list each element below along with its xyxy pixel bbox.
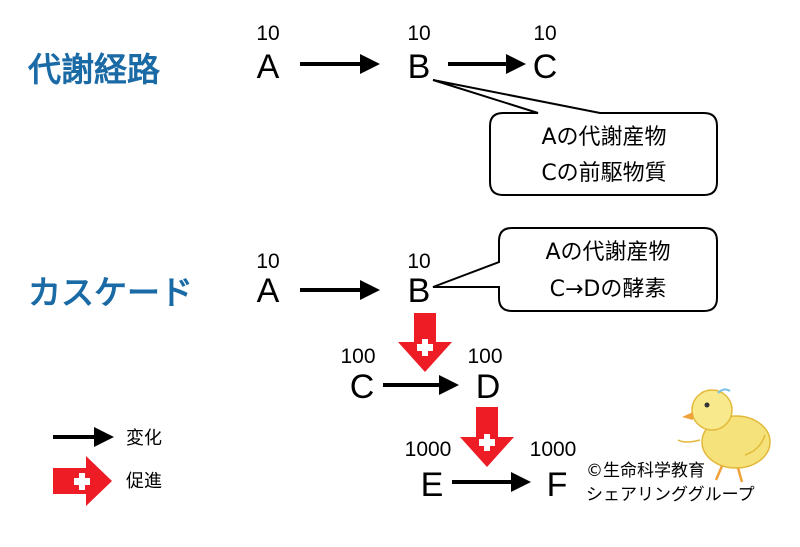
metabolic-a-value: 10 (256, 22, 279, 45)
legend-change-label: 変化 (126, 428, 162, 449)
metabolic-b-value: 10 (407, 22, 430, 45)
cascade-node-d: 100 D (467, 345, 502, 406)
callout-metabolic-line2: Cの前駆物質 (541, 161, 666, 186)
callout-cascade (432, 227, 718, 312)
cascade-d-label: D (476, 368, 501, 406)
cascade-f-value: 1000 (530, 438, 577, 461)
promote-arrow-icon (460, 407, 514, 467)
cascade-node-b: 10 B (407, 250, 430, 310)
heading-cascade: カスケード (28, 273, 193, 312)
chick-mascot-icon (677, 388, 771, 483)
metabolic-b-label: B (408, 48, 431, 86)
cascade-b-value: 10 (407, 250, 430, 273)
copyright-line2: シェアリンググループ (586, 485, 755, 505)
callout-cascade-line1: Aの代謝産物 (545, 240, 670, 265)
legend: 変化 促進 (53, 427, 162, 506)
copyright-line1: ©生命科学教育 (586, 461, 705, 481)
cascade-c-label: C (350, 368, 375, 406)
callout-cascade-line2: C→Dの酵素 (550, 277, 667, 302)
cascade-node-e: 1000 E (405, 438, 452, 504)
cascade-e-value: 1000 (405, 438, 452, 461)
cascade-f-label: F (547, 466, 568, 504)
metabolic-node-a: 10 A (256, 22, 279, 86)
legend-promote-arrow-icon (53, 456, 112, 506)
callout-metabolic-line1: Aの代謝産物 (541, 125, 666, 150)
metabolic-c-label: C (533, 48, 558, 86)
metabolic-a-label: A (257, 48, 280, 86)
heading-metabolic-pathway: 代謝経路 (27, 50, 161, 89)
cascade-c-value: 100 (340, 345, 375, 368)
metabolic-node-b: 10 B (407, 22, 430, 86)
metabolic-c-value: 10 (533, 22, 556, 45)
cascade-b-label: B (408, 272, 431, 310)
promote-arrow-icon (398, 313, 452, 372)
cascade-node-c: 100 C (340, 345, 375, 406)
cascade-a-value: 10 (256, 250, 279, 273)
legend-promote-label: 促進 (126, 471, 162, 492)
metabolic-node-c: 10 C (533, 22, 558, 86)
cascade-a-label: A (257, 272, 280, 310)
cascade-e-label: E (421, 466, 444, 504)
cascade-node-f: 1000 F (530, 438, 577, 504)
cascade-node-a: 10 A (256, 250, 279, 310)
cascade-d-value: 100 (467, 345, 502, 368)
callout-metabolic (432, 79, 718, 196)
